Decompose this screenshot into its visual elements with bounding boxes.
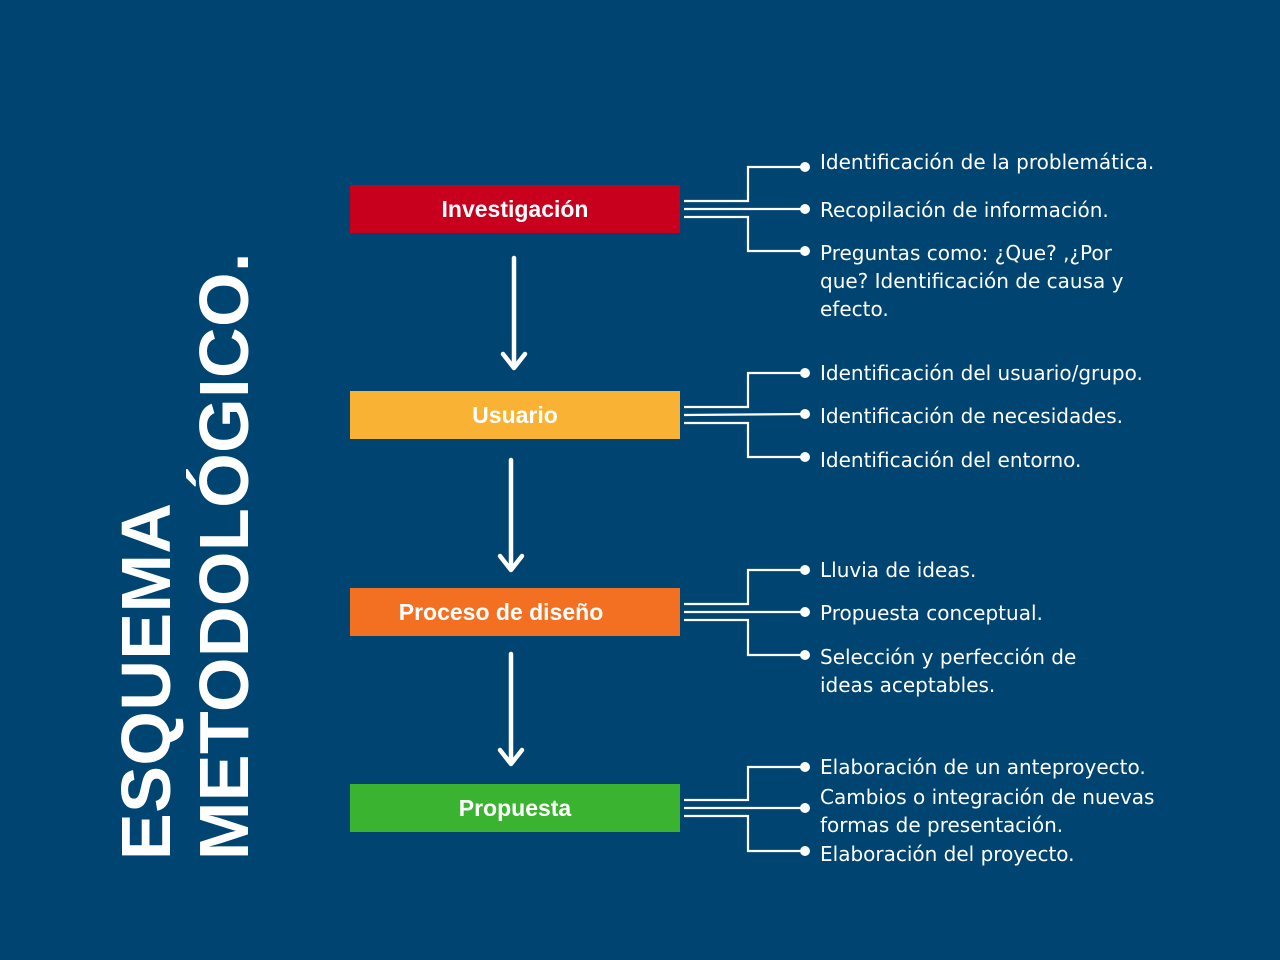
connector-line	[684, 215, 805, 253]
connector-dot	[800, 452, 810, 462]
stage-usuario: Usuario	[350, 391, 680, 439]
list-item: Propuesta conceptual.	[820, 599, 1043, 627]
item-text-line: Propuesta conceptual.	[820, 601, 1043, 625]
connector-line	[684, 618, 805, 657]
stage-label: Investigación	[441, 195, 589, 222]
connector-dot	[800, 607, 810, 617]
list-item: Cambios o integración de nuevas formas de…	[820, 783, 1154, 839]
connector-dot	[800, 368, 810, 378]
stage-label: Usuario	[472, 401, 558, 428]
item-text-line: Identificación de la problemática.	[820, 150, 1155, 174]
stage-investigacion: Investigación	[350, 185, 680, 233]
item-text-line: Lluvia de ideas.	[820, 558, 977, 582]
list-item: Recopilación de información.	[820, 196, 1109, 224]
item-text-line: que? Identificación de causa y	[820, 269, 1124, 293]
connector-dot	[800, 409, 810, 419]
list-item: Elaboración de un anteproyecto.	[820, 753, 1146, 781]
stage-label: Propuesta	[458, 794, 572, 821]
connector-dot	[800, 803, 810, 813]
connector-dot	[800, 246, 810, 256]
list-item: Identificación del entorno.	[820, 446, 1081, 474]
arrow-head	[497, 747, 525, 767]
connector-dot	[800, 650, 810, 660]
list-item: Identificación del usuario/grupo.	[820, 359, 1143, 387]
list-item: Identificación de la problemática.	[820, 148, 1154, 176]
item-text-line: Elaboración del proyecto.	[820, 842, 1075, 866]
vertical-title: ESQUEMA METODOLÓGICO.	[107, 200, 263, 860]
item-text-line: Elaboración de un anteproyecto.	[820, 755, 1146, 779]
item-text-line: Recopilación de información.	[820, 198, 1109, 222]
connector-line	[684, 814, 805, 853]
arrow-head	[500, 351, 528, 371]
connector-dot	[800, 846, 810, 856]
connector-dot	[800, 565, 810, 575]
stage-label: Proceso de diseño	[398, 598, 604, 625]
stage-proceso-de-diseno: Proceso de diseño	[350, 588, 680, 636]
page-title: ESQUEMA METODOLÓGICO.	[107, 200, 263, 860]
arrow-head	[497, 553, 525, 573]
connector-line	[684, 765, 805, 802]
connector-line	[684, 421, 805, 459]
title-line-2: METODOLÓGICO.	[185, 252, 263, 860]
connector-dot	[800, 162, 810, 172]
item-text-line: Identificación del entorno.	[820, 448, 1082, 472]
connector-line	[684, 568, 805, 606]
item-text-line: efecto.	[820, 297, 889, 321]
connector-dot	[800, 204, 810, 214]
list-item: Elaboración del proyecto.	[820, 840, 1075, 868]
list-item: Identificación de necesidades.	[820, 402, 1123, 430]
stage-propuesta: Propuesta	[350, 784, 680, 832]
item-text-line: Identificación de necesidades.	[820, 404, 1123, 428]
item-text-line: formas de presentación.	[820, 813, 1064, 837]
item-text-line: Selección y perfección de	[820, 645, 1077, 669]
item-text-line: ideas aceptables.	[820, 673, 996, 697]
list-item: Selección y perfección de ideas aceptable…	[820, 643, 1076, 699]
item-text-line: Identificación del usuario/grupo.	[820, 361, 1143, 385]
connector-line	[684, 371, 805, 409]
connector-dot	[800, 762, 810, 772]
list-item: Preguntas como: ¿Que? ,¿Por que? Identifi…	[820, 239, 1123, 323]
connector-line	[684, 165, 805, 203]
list-item: Lluvia de ideas.	[820, 556, 976, 584]
item-text-line: Cambios o integración de nuevas	[820, 785, 1155, 809]
title-line-1: ESQUEMA	[107, 502, 185, 860]
connector-line	[683, 412, 806, 417]
item-text-line: Preguntas como: ¿Que? ,¿Por	[820, 241, 1112, 265]
